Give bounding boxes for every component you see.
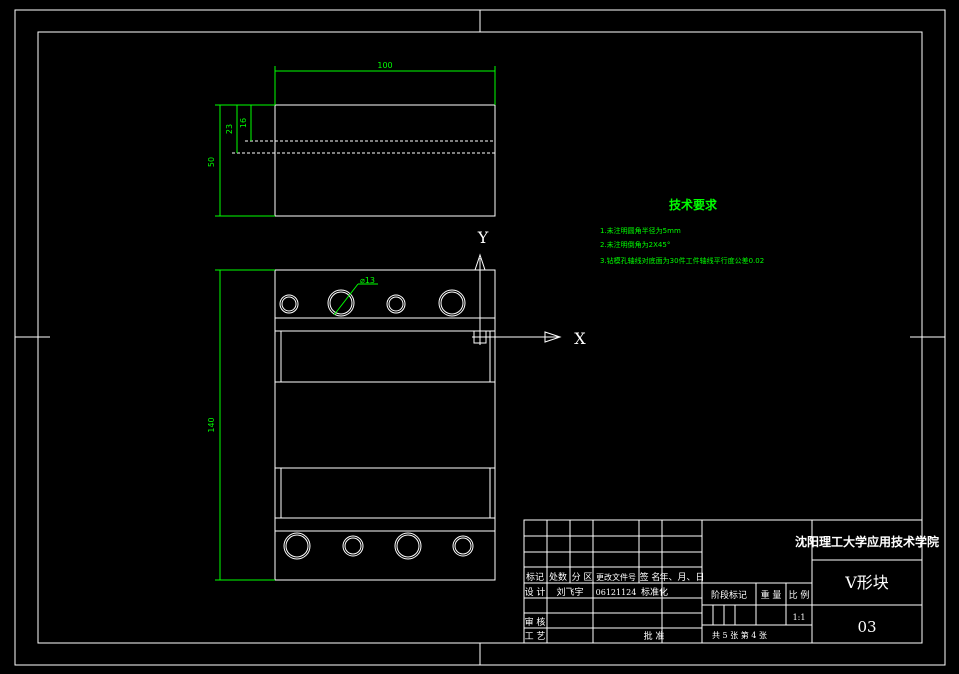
tech-req-item-3: 3.钻模孔轴线对底面为30件工件轴线平行度公差0.02 (600, 256, 764, 265)
tech-req-item-2: 2.未注明倒角为2X45° (600, 240, 670, 249)
hole (452, 535, 474, 557)
hole-inner (344, 537, 362, 555)
hole (327, 289, 355, 317)
hdr-count: 处数 (549, 571, 567, 583)
dim-depth2-text: 16 (239, 118, 248, 128)
part-name: V形块 (844, 573, 889, 592)
school-name: 沈阳理工大学应用技术学院 (795, 534, 939, 549)
hole (438, 289, 466, 317)
standardize-label: 标准化 (641, 586, 668, 598)
hole (283, 532, 311, 560)
weight-label: 重 量 (761, 589, 782, 601)
hole (342, 535, 364, 557)
hole-inner (396, 534, 420, 558)
y-axis-label: Y (477, 228, 489, 247)
hole-inner (329, 291, 353, 315)
hole-inner (454, 537, 472, 555)
tech-req-title: 技术要求 (669, 197, 718, 212)
hole (279, 294, 299, 314)
hole-inner (388, 296, 404, 312)
stage-mark-label: 阶段标记 (711, 589, 747, 601)
dim-height-text: 50 (207, 157, 216, 167)
title-block-border (523, 519, 923, 644)
hdr-change-doc: 更改文件号 (596, 572, 636, 582)
hole-leader (333, 283, 359, 316)
hdr-zone: 分 区 (572, 572, 593, 583)
dim-width-text: 100 (377, 61, 392, 70)
ratio-label: 比 例 (789, 589, 810, 601)
hdr-date: 年、月、日 (659, 571, 704, 583)
designer-date: 06121124 (596, 588, 637, 597)
y-axis-arrow (474, 253, 486, 271)
process-label: 工 艺 (525, 631, 546, 642)
designer-label: 设 计 (525, 586, 546, 598)
hole-inner (440, 291, 464, 315)
dim-front-height-text: 140 (207, 417, 216, 432)
title-block: 标记 处数 分 区 更改文件号 签 名 年、月、日 设 计 刘飞宇 061211… (523, 519, 939, 644)
front-view-body (274, 269, 496, 581)
hdr-mark: 标记 (526, 571, 544, 583)
hole-inner (281, 296, 297, 312)
tech-req-item-1: 1.未注明圆角半径为5mm (600, 226, 681, 235)
dim-depth1-text: 23 (225, 124, 234, 134)
approve-label: 批 准 (644, 630, 665, 642)
review-label: 审 核 (525, 616, 546, 628)
hdr-sign: 签 名 (640, 571, 661, 583)
sheet-info: 共 5 张 第 4 张 (712, 630, 767, 640)
drawing-number: 03 (857, 618, 876, 636)
hole-inner (285, 534, 309, 558)
hole (394, 532, 422, 560)
top-view-body (274, 104, 496, 217)
designer-name: 刘飞宇 (556, 586, 583, 598)
x-axis-arrow (544, 331, 562, 343)
hole-dia-text: ⌀13 (360, 276, 375, 285)
x-axis-label: X (574, 329, 586, 348)
scale-value: 1:1 (793, 613, 806, 622)
hole (386, 294, 406, 314)
